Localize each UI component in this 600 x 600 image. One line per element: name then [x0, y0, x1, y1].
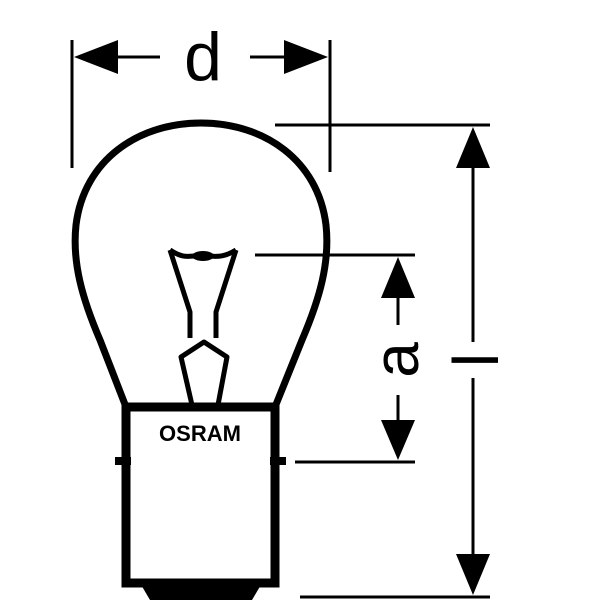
- label-d: d: [184, 19, 222, 95]
- dimension-d: d: [70, 19, 332, 172]
- arrow-down-icon: [381, 420, 415, 460]
- arrow-right-icon: [284, 40, 328, 74]
- dimension-l: l: [275, 123, 512, 599]
- dimension-a: a: [255, 253, 432, 464]
- filament: [167, 247, 239, 406]
- arrow-up-icon: [456, 127, 490, 168]
- arrow-left-icon: [74, 40, 118, 74]
- bulb-base: OSRAM: [115, 402, 286, 600]
- label-a: a: [360, 342, 432, 378]
- base-contact: [140, 583, 262, 600]
- bulb-glass-outline: [71, 119, 331, 409]
- brand-logo: OSRAM: [159, 421, 241, 446]
- arrow-down-icon: [456, 554, 490, 595]
- label-l: l: [440, 353, 512, 367]
- arrow-up-icon: [381, 257, 415, 298]
